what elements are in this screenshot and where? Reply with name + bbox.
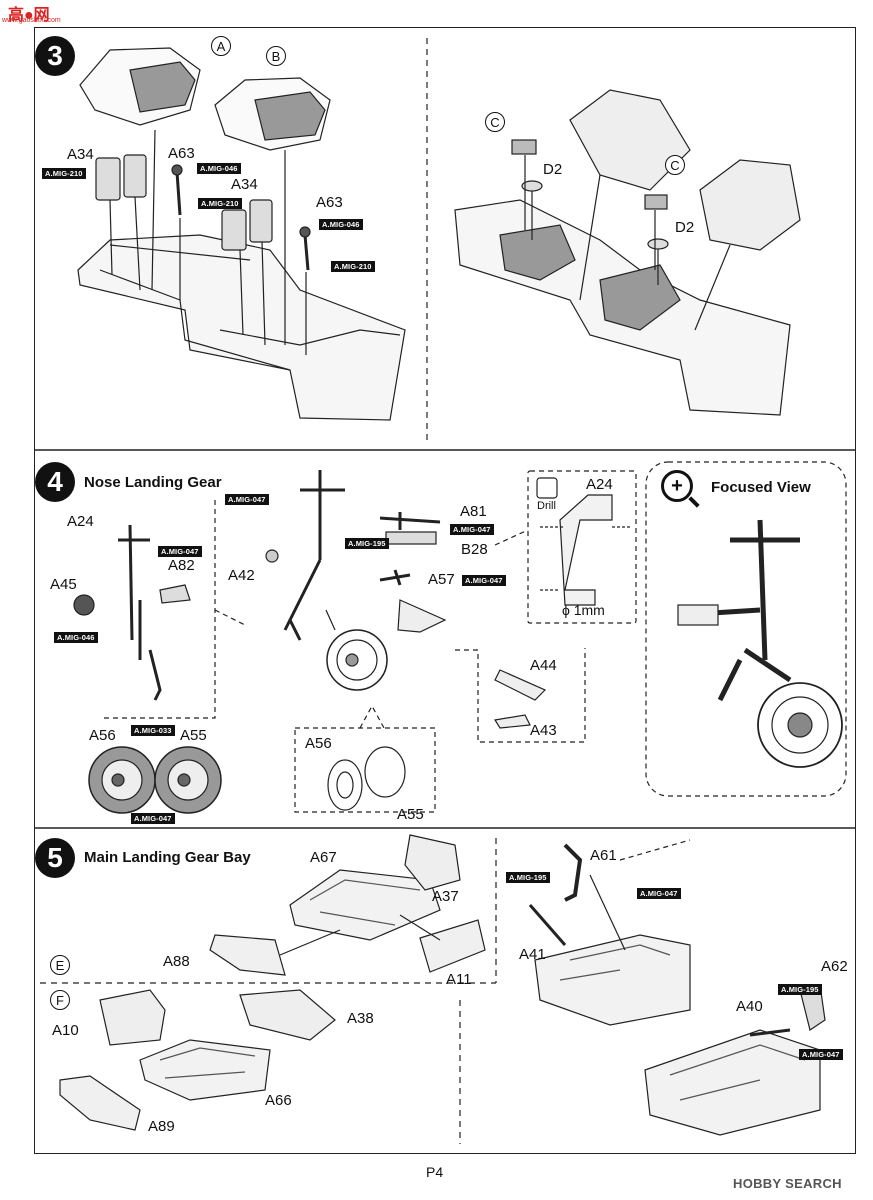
watermark: HOBBY SEARCH xyxy=(733,1176,842,1191)
paint-tag: A.MIG-047 xyxy=(462,575,506,586)
part-label-a82: A82 xyxy=(168,557,195,574)
magnifier-icon: + xyxy=(661,470,693,502)
part-label-a24: A24 xyxy=(67,513,94,530)
part-label-a41: A41 xyxy=(519,946,546,963)
part-label-a55: A55 xyxy=(180,727,207,744)
paint-tag: A.MIG-047 xyxy=(450,524,494,535)
site-logo: 高●网 www.gaoshou.com xyxy=(0,0,72,24)
logo-url: www.gaoshou.com xyxy=(2,17,61,24)
part-label-a45: A45 xyxy=(50,576,77,593)
part-label-a44: A44 xyxy=(530,657,557,674)
part-label-a40: A40 xyxy=(736,998,763,1015)
step-5-title: Main Landing Gear Bay xyxy=(84,849,251,866)
part-label-b28: B28 xyxy=(461,541,488,558)
page-number: P4 xyxy=(426,1164,444,1180)
paint-tag: A.MIG-210 xyxy=(42,168,86,179)
paint-tag: A.MIG-047 xyxy=(158,546,202,557)
drill-label: Drill xyxy=(537,500,556,512)
part-label-a62: A62 xyxy=(821,958,848,975)
logo-text: 高●网 xyxy=(8,7,50,24)
part-label-a61: A61 xyxy=(590,847,617,864)
paint-tag: A.MIG-046 xyxy=(197,163,241,174)
paint-tag: A.MIG-047 xyxy=(637,888,681,899)
drill-size: ϕ 1mm xyxy=(562,602,605,618)
paint-tag: A.MIG-047 xyxy=(131,813,175,824)
part-label-a10: A10 xyxy=(52,1022,79,1039)
part-label-a67: A67 xyxy=(310,849,337,866)
part-label-a66: A66 xyxy=(265,1092,292,1109)
step-4-title: Nose Landing Gear xyxy=(84,474,222,491)
paint-tag: A.MIG-047 xyxy=(799,1049,843,1060)
step-4-badge: 4 xyxy=(35,462,75,502)
paint-tag: A.MIG-046 xyxy=(319,219,363,230)
step-5-badge: 5 xyxy=(35,838,75,878)
part-label-a63: A63 xyxy=(316,194,343,211)
part-label-a24-detail: A24 xyxy=(586,476,613,493)
part-label-a38: A38 xyxy=(347,1010,374,1027)
instruction-frame xyxy=(34,27,856,1154)
sub-assembly-f-marker: F xyxy=(50,990,70,1010)
paint-tag: A.MIG-033 xyxy=(131,725,175,736)
part-label-a42: A42 xyxy=(228,567,255,584)
sub-assembly-e-marker: E xyxy=(50,955,70,975)
focused-view-title: Focused View xyxy=(711,479,811,496)
paint-tag: A.MIG-195 xyxy=(506,872,550,883)
part-label-d2: D2 xyxy=(675,219,695,236)
step-3-badge: 3 xyxy=(35,36,75,76)
part-label-a34: A34 xyxy=(67,146,94,163)
part-label-a63: A63 xyxy=(168,145,195,162)
sub-assembly-a-marker: A xyxy=(211,36,231,56)
part-label-a43: A43 xyxy=(530,722,557,739)
paint-tag: A.MIG-195 xyxy=(345,538,389,549)
part-label-a55: A55 xyxy=(397,806,424,823)
part-label-a11: A11 xyxy=(446,971,472,988)
part-label-a56: A56 xyxy=(305,735,332,752)
part-label-a88: A88 xyxy=(163,953,190,970)
sub-assembly-c-marker-2: C xyxy=(665,155,685,175)
paint-tag: A.MIG-195 xyxy=(778,984,822,995)
paint-tag: A.MIG-210 xyxy=(198,198,242,209)
part-label-a89: A89 xyxy=(148,1118,175,1135)
part-label-d2: D2 xyxy=(543,161,563,178)
part-label-a56: A56 xyxy=(89,727,116,744)
part-label-a34: A34 xyxy=(231,176,258,193)
sub-assembly-c-marker: C xyxy=(485,112,505,132)
part-label-a57: A57 xyxy=(428,571,455,588)
part-label-a81: A81 xyxy=(460,503,487,520)
paint-tag: A.MIG-046 xyxy=(54,632,98,643)
part-label-a37: A37 xyxy=(432,888,459,905)
sub-assembly-b-marker: B xyxy=(266,46,286,66)
paint-tag: A.MIG-210 xyxy=(331,261,375,272)
paint-tag: A.MIG-047 xyxy=(225,494,269,505)
